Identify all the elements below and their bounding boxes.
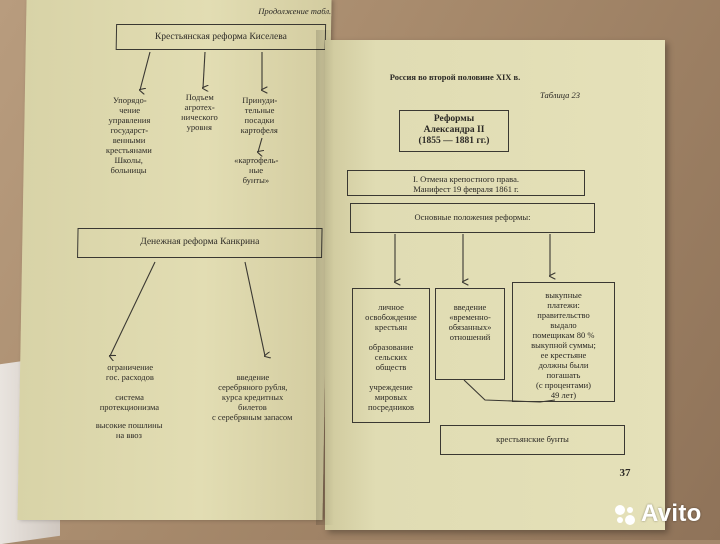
kiselev-arrow-1: [140, 51, 151, 90]
avito-watermark: Avito: [641, 500, 702, 527]
riots-box: [440, 425, 625, 455]
column-3-text: выкупные платежи: правительство выдало п…: [531, 290, 596, 400]
avito-logo-icon: [615, 505, 635, 525]
kankrin-arrow-2: [244, 261, 265, 356]
right-page: Россия во второй половине XIX в. Таблица…: [325, 40, 665, 530]
right-page-header: Россия во второй половине XIX в.: [389, 72, 521, 82]
column-1-text: личное освобождение крестьян образование…: [365, 302, 417, 412]
kankrin-arrow-1: [110, 261, 156, 356]
reforms-title: Реформы Александра II (1855 — 1881 гг.): [418, 114, 490, 146]
reforms-box: [399, 110, 509, 152]
riots-connector: [463, 379, 556, 403]
column-2-text: введение «временно- обязанных» отношений: [448, 302, 492, 342]
abolition-box: [347, 170, 585, 196]
provisions-box: [350, 203, 595, 233]
column-1-box: [352, 288, 430, 423]
riots-text: крестьянские бунты: [496, 434, 569, 444]
column-2-box: [435, 288, 505, 380]
column-3-box: [512, 282, 615, 402]
provisions-text: Основные положения реформы:: [414, 212, 531, 222]
kiselev-arrow-2: [203, 51, 205, 88]
page-number: 37: [619, 467, 631, 479]
table-label: Таблица 23: [540, 90, 580, 100]
kiselev-arrow-4: [258, 137, 262, 152]
book-gutter: [316, 30, 334, 525]
abolition-text: I. Отмена крепостного права. Манифест 19…: [412, 174, 519, 194]
